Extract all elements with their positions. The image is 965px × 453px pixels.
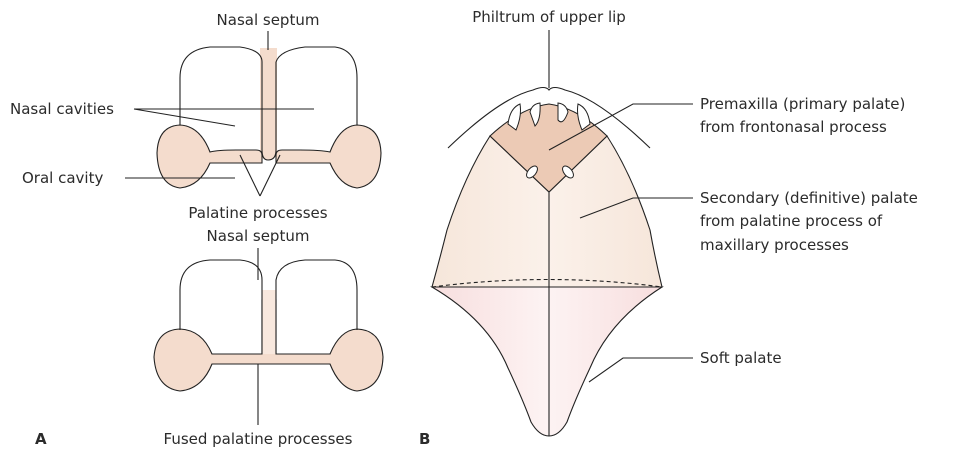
- label-palatine-processes: Palatine processes: [188, 204, 327, 222]
- left-nasal-cavity: [180, 47, 262, 130]
- label-nasal-cavities: Nasal cavities: [10, 100, 114, 118]
- panel-a-top-figure: [157, 47, 381, 188]
- label-soft-palate: Soft palate: [700, 349, 782, 367]
- panel-a-tag: A: [35, 430, 47, 448]
- label-secondary-palate-1: Secondary (definitive) palate: [700, 189, 918, 207]
- label-nasal-septum-bottom: Nasal septum: [207, 227, 310, 245]
- right-nasal-cavity: [276, 47, 357, 130]
- label-fused-palatine-processes: Fused palatine processes: [164, 430, 353, 448]
- label-premaxilla-2: from frontonasal process: [700, 118, 887, 136]
- panel-a-bottom-figure: [154, 260, 383, 391]
- label-premaxilla-1: Premaxilla (primary palate): [700, 95, 905, 113]
- panel-b-figure: [432, 30, 662, 436]
- panel-b-tag: B: [419, 430, 430, 448]
- right-palatine-process: [276, 125, 381, 188]
- label-oral-cavity: Oral cavity: [22, 169, 103, 187]
- label-nasal-septum-top: Nasal septum: [217, 11, 320, 29]
- label-philtrum: Philtrum of upper lip: [472, 8, 626, 26]
- label-secondary-palate-3: maxillary processes: [700, 236, 849, 254]
- soft-palate: [432, 287, 662, 436]
- label-secondary-palate-2: from palatine process of: [700, 212, 883, 230]
